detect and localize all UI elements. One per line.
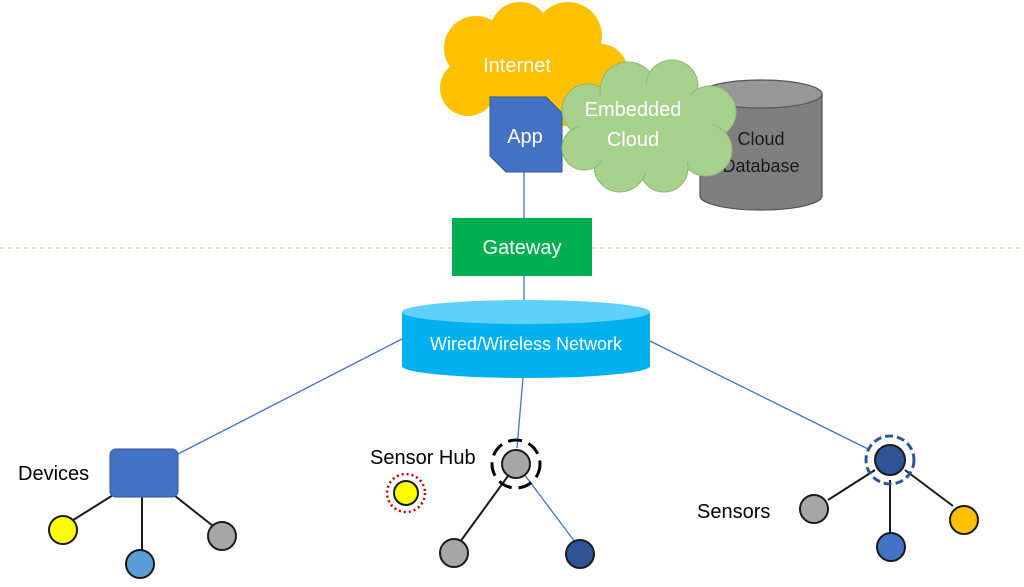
network-cylinder [402, 300, 650, 378]
sensor-hub-label: Sensor Hub [370, 447, 476, 469]
hub-child-gray [439, 538, 469, 568]
link-network-sensors [647, 339, 871, 451]
hub-child-dark-blue [565, 539, 595, 569]
sensor-node-gray [799, 494, 829, 524]
device-node-gray [207, 521, 237, 551]
link-hub-child1 [459, 475, 509, 543]
app-label: App [507, 126, 543, 148]
network-label: Wired/Wireless Network [430, 334, 623, 354]
sensor-hub-marker-node [393, 480, 419, 506]
sensor-node-orange [949, 505, 979, 535]
device-node-light-blue [125, 549, 155, 579]
sensors-ring [864, 434, 916, 486]
tree-links [69, 469, 954, 552]
cloud-database-label-2: Database [722, 156, 799, 176]
cloud-database-label-1: Cloud [737, 129, 784, 149]
gateway-label: Gateway [483, 237, 562, 259]
sensor-hub-ring [490, 438, 542, 490]
links [175, 172, 871, 547]
link-network-devices [175, 337, 405, 456]
sensors-label: Sensors [697, 501, 770, 523]
sensor-node-blue [876, 532, 906, 562]
link-network-hub [516, 377, 524, 449]
devices-label: Devices [18, 463, 89, 485]
devices-box [109, 448, 179, 498]
embedded-cloud-core [580, 84, 712, 172]
link-sensors-child3 [904, 469, 954, 507]
link-hub-child2 [523, 473, 579, 547]
embedded-cloud-label-1: Embedded [585, 99, 682, 121]
embedded-cloud-label-2: Cloud [607, 129, 659, 151]
sensors-root-node [874, 444, 906, 476]
link-sensors-child1 [827, 469, 876, 501]
link-devices-child1 [69, 491, 119, 523]
app-box [489, 96, 563, 173]
internet-label: Internet [483, 55, 551, 77]
sensor-hub-node [501, 449, 531, 479]
link-devices-child3 [169, 491, 214, 527]
device-node-yellow [48, 515, 78, 545]
gateway-box [452, 218, 592, 276]
sensor-hub-marker-ring [385, 472, 427, 514]
